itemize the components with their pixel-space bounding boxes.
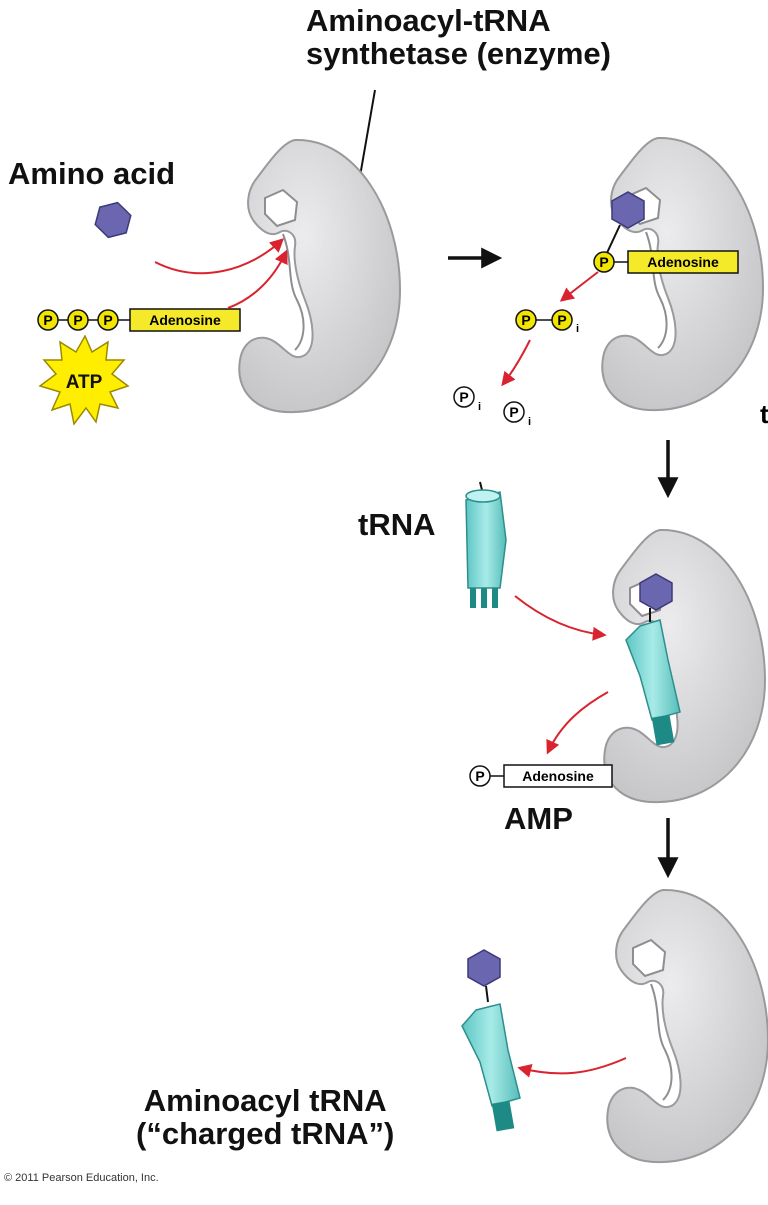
trna-label: tRNA <box>358 507 436 542</box>
diagram-title: Aminoacyl-tRNA synthetase (enzyme) <box>306 4 611 71</box>
svg-text:Adenosine: Adenosine <box>647 254 719 270</box>
title-line-2: synthetase (enzyme) <box>306 36 611 72</box>
amp-label: AMP <box>504 801 573 836</box>
arrow-ppi-release <box>559 271 599 302</box>
enzyme-step4 <box>606 888 768 1164</box>
phosphate-1: P <box>37 309 59 331</box>
adenosine-box-atp: Adenosine <box>129 308 241 332</box>
trna-bound <box>625 608 681 746</box>
atp-starburst <box>38 334 130 426</box>
svg-text:P: P <box>509 404 518 420</box>
svg-text:P: P <box>103 312 112 328</box>
enzyme-step3 <box>603 528 766 804</box>
aminoacyl-trna-label: Aminoacyl tRNA (“charged tRNA”) <box>136 1084 394 1151</box>
svg-text:Adenosine: Adenosine <box>149 312 221 328</box>
aminoacyl-trna-line-1: Aminoacyl tRNA <box>143 1083 387 1118</box>
atp-label: ATP <box>66 372 103 393</box>
arrow-amino-to-enzyme <box>154 238 285 275</box>
arrow-release-charged-trna <box>517 1057 627 1078</box>
phosphate-3: P <box>97 309 119 331</box>
phosphate-amp-step2: P <box>593 251 615 273</box>
enzyme-step1 <box>238 138 401 414</box>
copyright-notice: © 2011 Pearson Education, Inc. <box>4 1172 159 1184</box>
title-line-1: Aminoacyl-tRNA <box>306 3 551 38</box>
svg-text:P: P <box>73 312 82 328</box>
amino-acid-label: Amino acid <box>8 156 176 191</box>
svg-text:P: P <box>459 389 468 405</box>
svg-text:P: P <box>43 312 52 328</box>
arrow-trna-to-enzyme <box>514 595 607 641</box>
arrow-pi-split <box>501 339 531 387</box>
adenosine-box-step2: Adenosine <box>627 250 739 274</box>
svg-text:P: P <box>557 312 566 328</box>
aminoacyl-trna-line-2: (“charged tRNA”) <box>136 1116 395 1152</box>
inorganic-phosphate-2: P i <box>503 401 531 428</box>
svg-text:P: P <box>475 768 484 784</box>
svg-text:P: P <box>599 254 608 270</box>
amp-phosphate: P <box>469 765 491 787</box>
amino-acid-step1 <box>92 197 134 243</box>
pyrophosphate-pi: P i <box>551 309 579 335</box>
svg-text:i: i <box>576 323 579 335</box>
inorganic-phosphate-1: P i <box>453 386 481 413</box>
svg-text:i: i <box>528 416 531 428</box>
arrow-atp-to-enzyme <box>227 249 288 309</box>
svg-text:Adenosine: Adenosine <box>522 768 594 784</box>
adenosine-box-amp: Adenosine <box>503 764 613 788</box>
svg-text:P: P <box>521 312 530 328</box>
enzyme-step2 <box>601 136 764 412</box>
trna-free <box>465 481 507 608</box>
svg-text:i: i <box>478 401 481 413</box>
trna-charged <box>461 985 521 1132</box>
pyrophosphate-p: P <box>515 309 537 331</box>
amino-acid-step4 <box>467 949 501 987</box>
cut-off-letter: t <box>760 399 768 429</box>
phosphate-2: P <box>67 309 89 331</box>
arrow-amp-release <box>546 691 609 755</box>
